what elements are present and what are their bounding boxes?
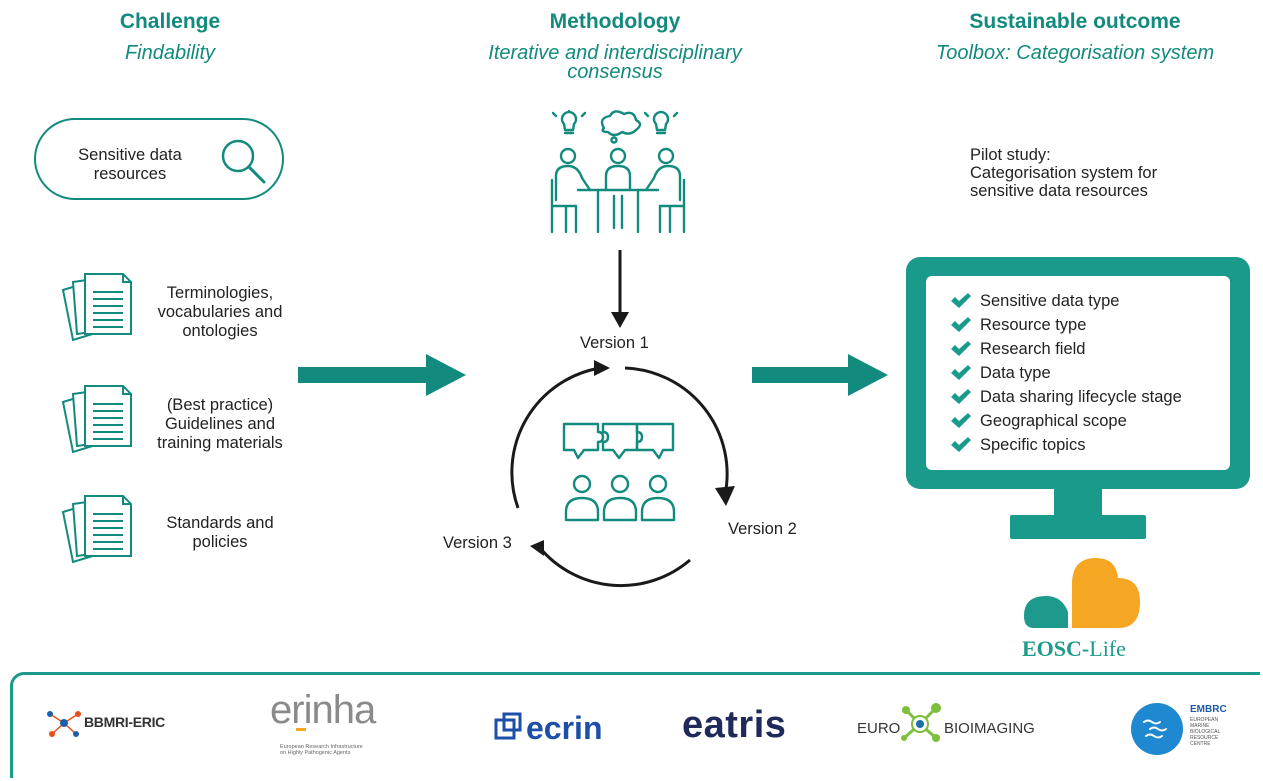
document-stack-icon — [61, 273, 132, 342]
document-1-label: Terminologies, vocabularies and ontologi… — [140, 284, 300, 341]
challenge-subtitle: Findability — [124, 42, 216, 64]
embrc-logo-text: EMBRC — [1190, 704, 1227, 715]
outcome-header: Sustainable outcome Toolbox: Categorisat… — [900, 10, 1250, 63]
bbmri-logo-text: BBMRI-ERIC — [84, 714, 165, 730]
euro-bioimaging-logo-icon — [901, 703, 941, 742]
checklist-item: Data type — [950, 361, 1182, 385]
ecrin-logo-text: ecrin — [526, 710, 603, 746]
life-text: Life — [1089, 636, 1126, 661]
embrc-logo-subtext: EUROPEAN MARINE BIOLOGICAL RESOURCE CENT… — [1190, 717, 1220, 747]
document-stack-icon — [61, 495, 132, 564]
search-box-label: Sensitive data resources — [60, 146, 200, 184]
checkmark-icon — [951, 317, 971, 332]
document-1-line1: Terminologies, — [166, 284, 274, 302]
version-2-label: Version 2 — [728, 520, 797, 538]
document-2-label: (Best practice) Guidelines and training … — [140, 396, 300, 453]
eosc-life-logo-icon — [1024, 558, 1140, 628]
checklist-item-label: Resource type — [980, 315, 1087, 334]
embrc-logo-icon — [1131, 703, 1183, 755]
embrc-line: RESOURCE — [1190, 735, 1219, 741]
eosc-text: EOSC- — [1022, 636, 1090, 661]
arrow-down-icon — [611, 250, 629, 328]
embrc-line: MARINE — [1190, 723, 1210, 729]
checklist-item-label: Sensitive data type — [980, 291, 1120, 310]
checkmark-icon — [951, 389, 971, 404]
methodology-header: Methodology Iterative and interdisciplin… — [440, 10, 790, 82]
methodology-subtitle: Iterative and interdisciplinary consensu… — [440, 42, 790, 83]
pilot-study-text: Pilot study: Categorisation system for s… — [970, 146, 1157, 200]
euro-bioimaging-text-1: EURO — [857, 720, 901, 737]
methodology-subtitle-line2: consensus — [567, 61, 663, 83]
checklist-item-label: Data type — [980, 363, 1051, 382]
pilot-line2: Categorisation system for — [970, 164, 1158, 182]
partners-panel — [10, 672, 1260, 778]
monitor-base — [1010, 515, 1146, 539]
document-stack-icon — [61, 385, 132, 454]
arrow-right-icon — [298, 354, 466, 396]
document-2-line2: Guidelines and — [164, 415, 276, 433]
checklist-item: Resource type — [950, 313, 1182, 337]
euro-bioimaging-text-2: BIOIMAGING — [944, 720, 1035, 737]
ecrin-logo-icon — [494, 712, 522, 740]
outcome-subtitle: Toolbox: Categorisation system — [935, 42, 1215, 64]
checkmark-icon — [951, 437, 971, 452]
embrc-line: EUROPEAN — [1190, 717, 1219, 723]
pilot-line1: Pilot study: — [970, 146, 1051, 164]
collaboration-icon — [562, 422, 676, 522]
erinha-tagline-line2: on Highly Pathogenic Agents — [280, 750, 351, 756]
search-box — [34, 118, 284, 200]
checklist-item: Data sharing lifecycle stage — [950, 385, 1182, 409]
checklist-item: Research field — [950, 337, 1182, 361]
checkmark-icon — [951, 365, 971, 380]
erinha-tagline: European Research Infrastructure on High… — [280, 744, 363, 756]
eatris-logo-text: eatris — [682, 704, 787, 746]
checkmark-icon — [951, 413, 971, 428]
checklist-item-label: Data sharing lifecycle stage — [980, 387, 1182, 406]
document-2-line3: training materials — [157, 434, 283, 452]
checkmark-icon — [951, 341, 971, 356]
search-box-line1: Sensitive data — [78, 146, 182, 164]
search-box-line2: resources — [93, 165, 167, 183]
challenge-title: Challenge — [119, 10, 221, 33]
erinha-logo-text: erinha — [270, 688, 376, 732]
checklist-item: Sensitive data type — [950, 289, 1182, 313]
monitor-screen — [926, 276, 1230, 470]
checklist-item-label: Research field — [980, 339, 1086, 358]
document-3-line2: policies — [192, 533, 248, 551]
checklist-item-label: Geographical scope — [980, 411, 1127, 430]
erinha-accent-bar — [296, 728, 306, 731]
version-3-label: Version 3 — [443, 534, 512, 552]
document-3-line1: Standards and — [166, 514, 274, 532]
checkmark-icon — [951, 293, 971, 308]
search-icon — [221, 139, 266, 184]
checklist-item: Geographical scope — [950, 409, 1182, 433]
monitor-neck — [1054, 489, 1102, 515]
arrow-right-icon — [752, 354, 888, 396]
embrc-line: CENTRE — [1190, 741, 1211, 747]
challenge-header: Challenge Findability — [60, 10, 280, 63]
document-2-line1: (Best practice) — [166, 396, 274, 414]
checklist-item: Specific topics — [950, 433, 1182, 457]
document-3-label: Standards and policies — [140, 514, 300, 552]
document-1-line2: vocabularies and — [157, 303, 283, 321]
version-1-label: Version 1 — [580, 334, 649, 352]
methodology-title: Methodology — [549, 10, 681, 33]
checklist-item-label: Specific topics — [980, 435, 1086, 454]
outcome-title: Sustainable outcome — [969, 10, 1181, 33]
iteration-cycle — [510, 360, 735, 588]
meeting-icon — [550, 110, 686, 234]
document-1-line3: ontologies — [182, 322, 258, 340]
methodology-subtitle-line1: Iterative and interdisciplinary — [488, 42, 742, 64]
erinha-tagline-line1: European Research Infrastructure — [280, 744, 363, 750]
embrc-line: BIOLOGICAL — [1190, 729, 1221, 735]
eosc-life-logo-text: EOSC-Life — [1022, 636, 1126, 662]
pilot-line3: sensitive data resources — [970, 182, 1148, 200]
bbmri-logo-icon — [47, 711, 81, 737]
